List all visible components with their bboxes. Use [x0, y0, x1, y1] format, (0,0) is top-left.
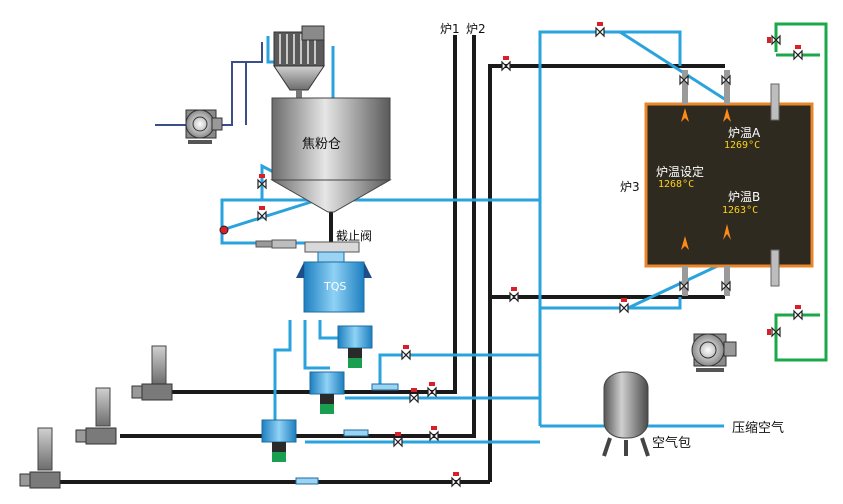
shutoff-valve[interactable]: [255, 239, 360, 253]
valve-icon: [679, 280, 689, 292]
furnace-setpoint-label: 炉温设定: [656, 165, 705, 179]
valves[interactable]: [219, 22, 803, 488]
silo-body: [271, 97, 391, 181]
valve-icon: [501, 56, 511, 72]
dust-fan: [185, 109, 223, 144]
feeder-unit-2: [309, 371, 369, 437]
valve-icon: [257, 206, 267, 222]
furnace-temp-b-value: 1263°C: [722, 205, 759, 216]
feed-line-c: [273, 320, 292, 420]
filter-hopper: [273, 65, 325, 91]
combustion-fan: [691, 333, 737, 372]
tqs-body: [303, 261, 365, 313]
valve-icon: [509, 287, 519, 303]
valve-icon: [793, 305, 803, 321]
drive-motor-2: [75, 387, 117, 445]
furnace3-label: 炉3: [620, 180, 640, 194]
drive-motor-3: [19, 427, 61, 489]
cooling-loop-top: [774, 22, 828, 362]
feeder-unit-3: [261, 419, 319, 485]
valve-icon: [451, 472, 461, 488]
furnace-temp-a-label: 炉温A: [728, 126, 761, 140]
valve-icon: [409, 388, 419, 404]
valve-icon: [619, 298, 629, 314]
valve-icon: [427, 382, 437, 398]
furnace1-label: 炉1: [440, 22, 460, 36]
valve-icon: [257, 174, 267, 190]
furnace-setpoint-value: 1268°C: [658, 179, 695, 190]
dust-collector: [273, 25, 325, 98]
furnace2-label: 炉2: [466, 22, 486, 36]
pipe-furnace1: [340, 35, 457, 394]
air-diag-bottom: [627, 260, 727, 310]
air-line-355: [378, 353, 540, 384]
furnace-temp-a-value: 1269°C: [724, 140, 761, 151]
air-diag-top: [619, 30, 727, 102]
air-tank-label: 空气包: [652, 436, 692, 451]
valve-icon: [767, 326, 781, 338]
silo-label: 焦粉仓: [302, 137, 342, 152]
valve-icon: [767, 34, 781, 46]
furnace: [644, 70, 814, 296]
tqs-feeder: [296, 251, 372, 313]
shutoff-valve-label: 截止阀: [336, 229, 373, 243]
valve-icon: [429, 426, 439, 442]
air-tank: [602, 371, 724, 457]
valve-icon: [401, 345, 411, 361]
furnace-temp-b-label: 炉温B: [728, 190, 761, 204]
valve-icon: [595, 22, 605, 38]
valve-icon: [393, 432, 403, 448]
black-pipes: [55, 35, 725, 484]
pipe-furnace3-main: [488, 64, 725, 482]
feed-line-b: [303, 320, 330, 370]
feeder-unit-1: [337, 325, 399, 391]
feeder-label: TQS: [324, 280, 347, 293]
air-main-riser: [538, 30, 682, 426]
valve-icon: [679, 74, 689, 86]
drive-motor-1: [131, 345, 173, 401]
valve-icon: [721, 280, 731, 292]
regulator-icon: [219, 225, 229, 235]
valve-icon: [793, 45, 803, 61]
silo-cone: [270, 179, 392, 213]
valve-icon: [721, 74, 731, 86]
compressed-air-label: 压缩空气: [732, 421, 785, 436]
air-lower-branch: [540, 297, 682, 310]
furnace-body: [644, 102, 814, 268]
filter-cap: [301, 25, 325, 41]
coke-silo: [270, 97, 392, 213]
